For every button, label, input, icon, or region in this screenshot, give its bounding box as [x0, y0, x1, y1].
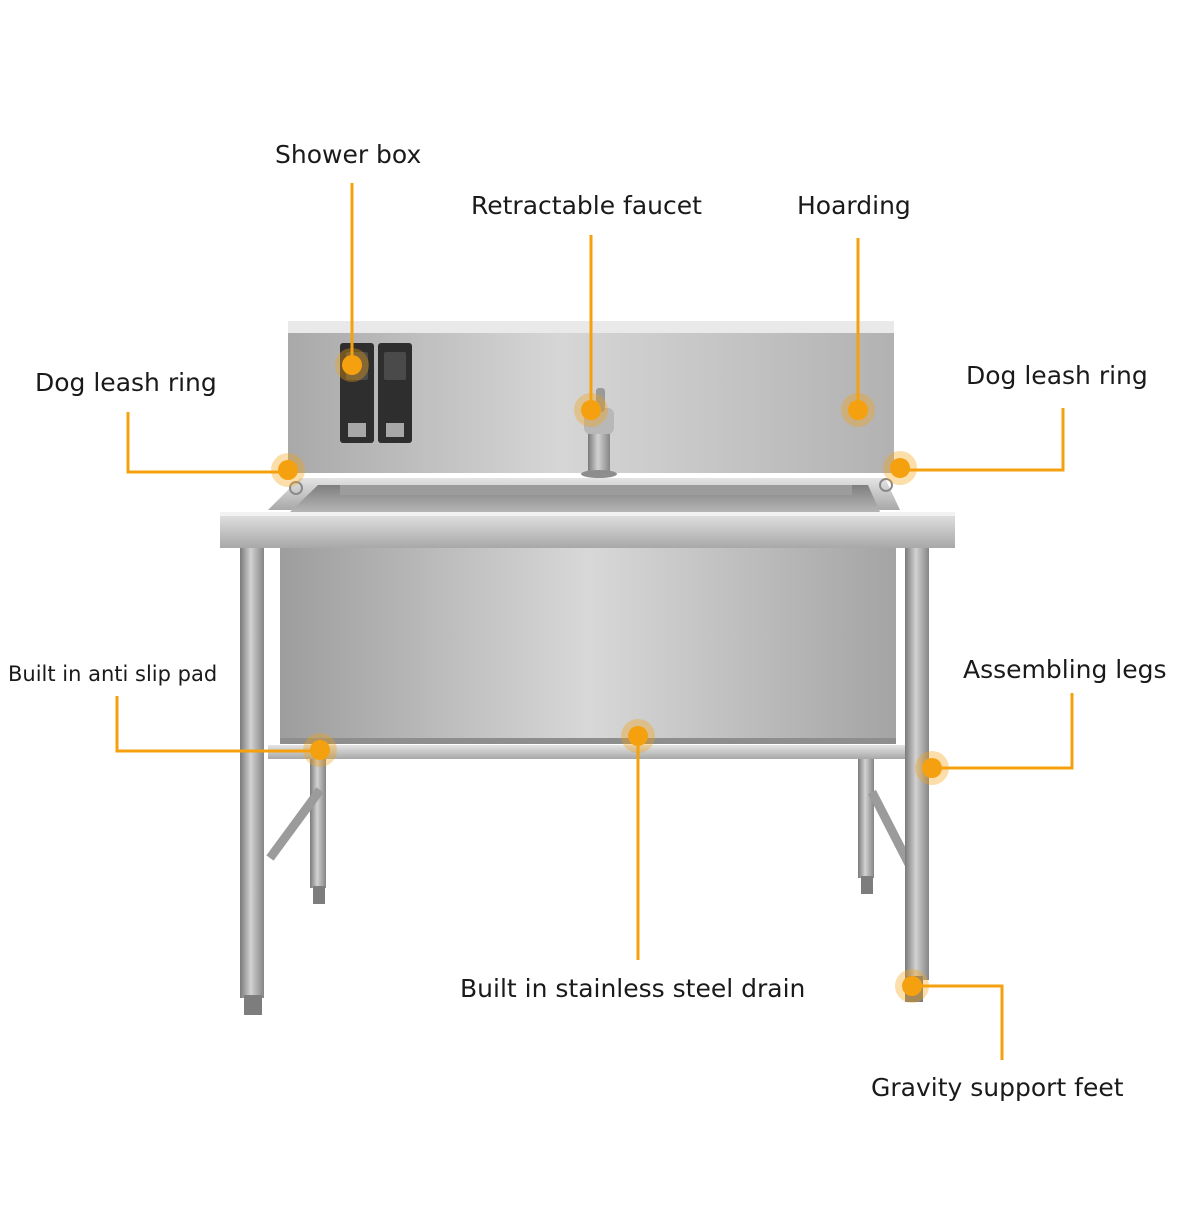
callout-line-feet — [912, 984, 1004, 1060]
marker-legs — [922, 758, 942, 778]
marker-leash-right — [890, 458, 910, 478]
label-stainless-drain: Built in stainless steel drain — [460, 974, 806, 1003]
label-dog-leash-ring-right: Dog leash ring — [966, 361, 1148, 390]
callout-dots — [271, 348, 949, 1003]
label-dog-leash-ring-left: Dog leash ring — [35, 368, 217, 397]
marker-anti-slip — [310, 740, 330, 760]
label-anti-slip-pad: Built in anti slip pad — [8, 662, 218, 686]
callout-line-anti-slip — [115, 696, 320, 753]
label-retractable-faucet: Retractable faucet — [471, 191, 702, 220]
label-shower-box: Shower box — [275, 140, 422, 169]
label-hoarding: Hoarding — [797, 191, 911, 220]
callout-line-leash-right — [900, 408, 1065, 472]
marker-leash-left — [278, 460, 298, 480]
callout-line-leash-left — [126, 412, 288, 474]
marker-faucet — [581, 400, 601, 420]
label-assembling-legs: Assembling legs — [963, 655, 1167, 684]
marker-shower-box — [342, 355, 362, 375]
sink-basin — [220, 478, 955, 744]
callout-lines — [115, 183, 1074, 1060]
marker-drain — [628, 726, 648, 746]
marker-hoarding — [848, 400, 868, 420]
marker-feet — [902, 976, 922, 996]
callout-line-legs — [932, 693, 1074, 770]
label-gravity-support-feet: Gravity support feet — [871, 1073, 1124, 1102]
leash-rings — [289, 478, 893, 495]
